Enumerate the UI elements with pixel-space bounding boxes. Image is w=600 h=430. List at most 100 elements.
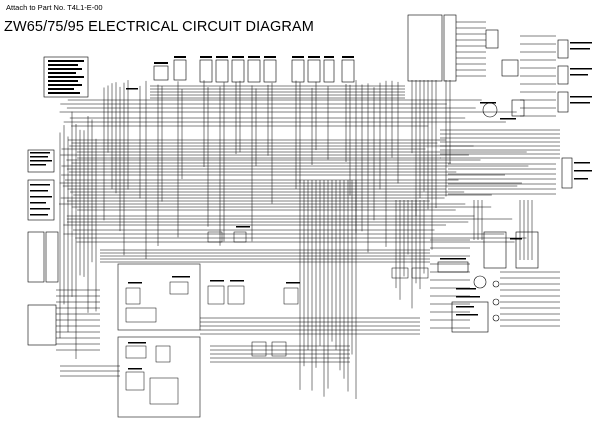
wiring-harness [56, 22, 560, 399]
right-component-column [437, 29, 573, 333]
inset-upper-switch [125, 287, 141, 305]
label-mark [308, 56, 320, 58]
label-mark [172, 276, 190, 278]
inset-lower-connector-1 [125, 345, 147, 359]
inset-frame-lower [117, 336, 201, 418]
mid-switch-1 [207, 285, 225, 305]
horn-symbol [473, 275, 487, 289]
label-mark [48, 68, 82, 70]
label-mark [570, 68, 592, 70]
top-connector-11 [341, 59, 355, 83]
label-mark [570, 74, 588, 76]
label-mark [30, 160, 52, 162]
label-mark [570, 48, 590, 50]
label-mark [456, 314, 478, 316]
label-mark [570, 102, 590, 104]
label-mark [480, 102, 496, 104]
label-mark [574, 170, 592, 172]
inset-lower-relay [149, 377, 179, 405]
label-mark [574, 162, 590, 164]
label-mark [264, 56, 276, 58]
label-mark [48, 76, 84, 78]
label-mark [48, 92, 80, 94]
label-mark [128, 342, 146, 344]
label-mark [30, 184, 50, 186]
inset-frame-upper [117, 263, 201, 331]
label-mark [456, 306, 474, 308]
label-mark [30, 152, 50, 154]
top-connector-5 [231, 59, 245, 83]
left-relay-block [27, 231, 45, 283]
label-mark [30, 202, 46, 204]
label-mark [510, 238, 522, 240]
label-mark [200, 56, 212, 58]
label-mark [570, 42, 592, 44]
label-mark [128, 368, 142, 370]
top-connector-8 [291, 59, 305, 83]
label-mark [500, 118, 516, 120]
label-mark [210, 280, 224, 282]
inset-upper-relay [125, 307, 157, 323]
left-switch-block-1 [27, 149, 55, 173]
mid-relay-1 [251, 341, 267, 357]
label-mark [456, 288, 476, 290]
label-mark [30, 196, 52, 198]
inset-frames [117, 263, 201, 418]
label-mark [48, 72, 76, 74]
label-mark [48, 84, 82, 86]
right-connector-3 [557, 91, 569, 113]
top-connector-3 [199, 59, 213, 83]
label-mark [232, 56, 244, 58]
left-relay-block-2 [45, 231, 59, 283]
label-mark [292, 56, 304, 58]
label-mark [216, 56, 228, 58]
label-mark [342, 56, 354, 58]
label-mark [48, 80, 78, 82]
inset-frame-components [125, 281, 189, 405]
right-connector-1 [557, 39, 569, 59]
right-relay-2 [501, 59, 519, 77]
label-mark [456, 296, 480, 298]
terminal-strip [437, 261, 469, 273]
right-connector-2 [557, 65, 569, 85]
label-mark [286, 282, 300, 284]
label-mark [236, 226, 250, 228]
controller-connector-side [443, 14, 457, 82]
left-component-column [27, 56, 89, 346]
top-connector-row [153, 14, 457, 83]
mid-switch-3 [283, 287, 299, 305]
inset-upper-connector [169, 281, 189, 295]
inset-lower-connector-2 [155, 345, 171, 363]
label-mark [128, 282, 142, 284]
label-mark [174, 56, 186, 58]
label-mark [48, 88, 74, 90]
label-mark [154, 62, 168, 64]
label-mark [30, 208, 50, 210]
lamp-1 [492, 280, 500, 288]
top-connector-2 [173, 59, 187, 81]
top-connector-10 [323, 59, 335, 83]
page-title: ZW65/75/95 ELECTRICAL CIRCUIT DIAGRAM [4, 19, 314, 35]
label-mark [230, 280, 244, 282]
right-relay-1 [485, 29, 499, 49]
lamp-group-2 [515, 231, 539, 269]
lamp-3 [492, 314, 500, 322]
top-connector-7 [263, 59, 277, 83]
label-mark [30, 164, 46, 166]
inset-lower-switch [125, 371, 145, 391]
label-mark [30, 156, 48, 158]
left-connector-block [27, 304, 57, 346]
label-mark [570, 96, 592, 98]
label-mark [440, 258, 466, 260]
right-connector-4 [561, 157, 573, 189]
mid-relay-2 [271, 341, 287, 357]
label-mark [248, 56, 260, 58]
component-label-marks [30, 42, 592, 370]
mid-connector-2 [233, 231, 247, 243]
lower-right-block [451, 301, 489, 333]
label-mark [48, 64, 78, 66]
lamp-2 [492, 298, 500, 306]
label-mark [48, 60, 84, 62]
left-switch-block-2 [27, 179, 55, 221]
